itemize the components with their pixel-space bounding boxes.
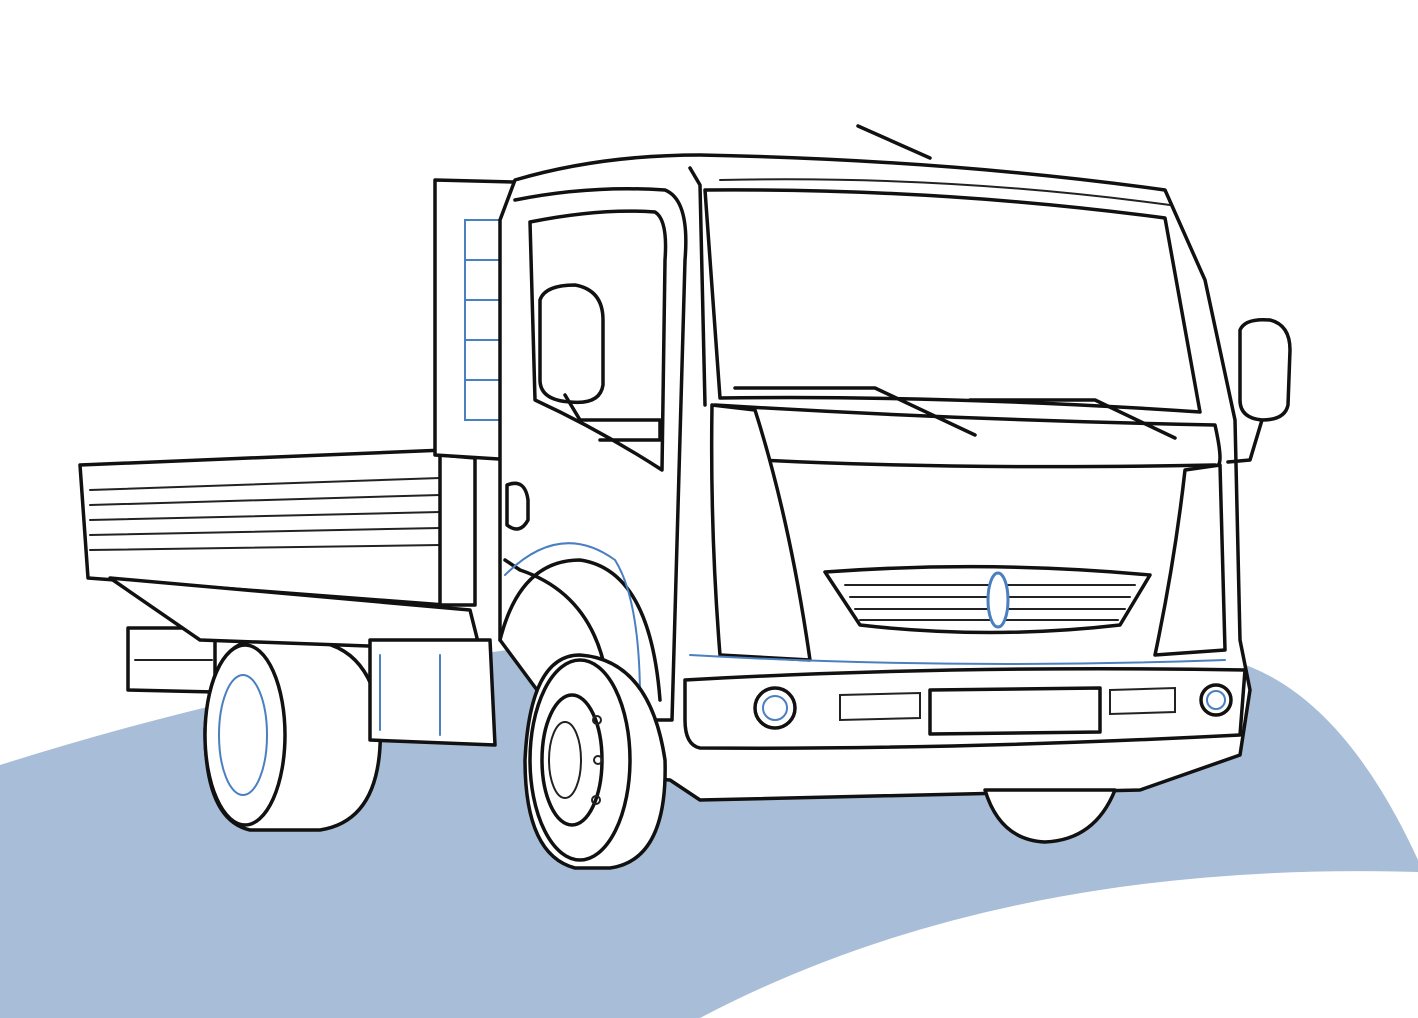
logo-badge <box>986 571 1010 629</box>
windshield <box>703 188 1202 414</box>
antenna <box>856 124 932 160</box>
fog-light-left <box>753 686 797 730</box>
side-window <box>528 209 668 472</box>
fog-light-right <box>1199 683 1233 717</box>
bumper <box>683 667 1247 750</box>
front-right-wheel <box>983 788 1117 844</box>
left-mirror <box>538 283 605 405</box>
wiper-left <box>733 386 977 437</box>
headlight-right <box>1153 463 1227 657</box>
side-door <box>503 187 688 722</box>
wiper-right <box>968 398 1177 440</box>
door-handle <box>505 481 530 531</box>
cab <box>498 124 1252 802</box>
front-left-wheel <box>523 653 667 870</box>
chassis-tank <box>368 638 497 747</box>
flatbed <box>78 178 517 652</box>
license-plate <box>928 686 1102 736</box>
right-mirror <box>1238 317 1292 422</box>
